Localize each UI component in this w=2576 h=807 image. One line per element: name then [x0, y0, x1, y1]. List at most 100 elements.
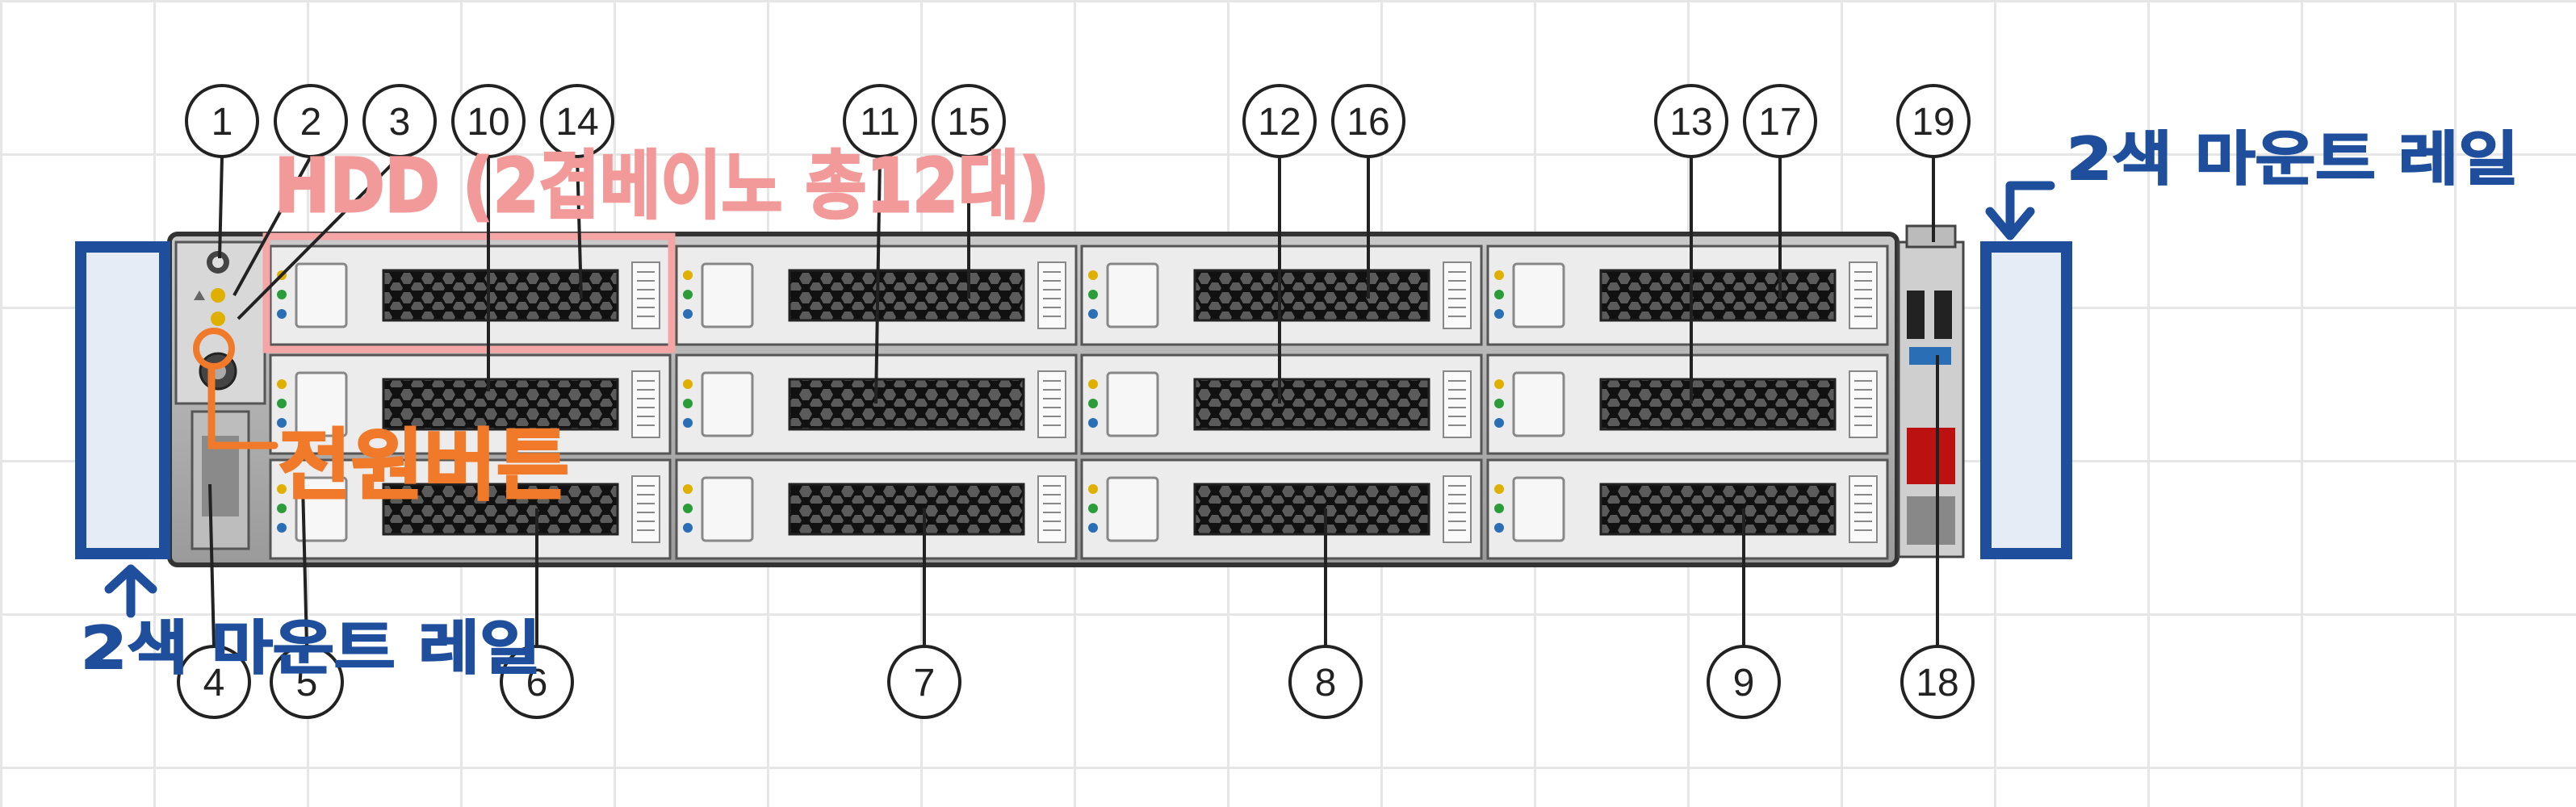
drive-release-latch[interactable]: [1512, 262, 1565, 328]
rack-rail-annotation-right: 2색 마운트 레일: [2067, 125, 2519, 193]
drive-status-led-icon: [683, 270, 693, 319]
callout-13: 13: [1654, 84, 1728, 158]
drive-bay-1[interactable]: [269, 245, 672, 346]
rack-rail-annotation-left: 2색 마운트 레일: [81, 614, 541, 682]
callout-label-9: 9: [1733, 662, 1755, 705]
service-led-icon: [194, 291, 205, 300]
drive-status-led-icon: [1088, 270, 1098, 319]
callout-5: 5: [270, 645, 344, 719]
rail-arrow-right: [1985, 181, 2055, 240]
callout-9: 9: [1707, 645, 1781, 719]
drive-vent-grille: [1599, 483, 1837, 536]
callout-2: 2: [274, 84, 348, 158]
drive-vent-grille: [382, 378, 619, 431]
leader-line-4: [208, 483, 216, 647]
callout-4: 4: [177, 645, 251, 719]
drive-release-latch[interactable]: [295, 371, 348, 437]
usb-port-2[interactable]: [1934, 291, 1952, 339]
drive-status-led-icon: [683, 379, 693, 428]
drive-bay-4[interactable]: [1486, 245, 1889, 346]
callout-6: 6: [500, 645, 574, 719]
callout-15: 15: [932, 84, 1006, 158]
drive-release-latch[interactable]: [1512, 476, 1565, 542]
callout-3: 3: [362, 84, 437, 158]
leader-line-3: [237, 155, 401, 320]
drive-vent-grille: [1193, 269, 1430, 322]
drive-status-led-icon: [1088, 484, 1098, 533]
drive-vent-grille: [1193, 483, 1430, 536]
drive-bay-5[interactable]: [269, 353, 672, 455]
drive-vent-grille: [1599, 269, 1837, 322]
drive-bay-6[interactable]: [675, 353, 1078, 455]
callout-label-6: 6: [526, 662, 548, 705]
drive-status-led-icon: [277, 484, 287, 533]
drive-vent-grille: [1193, 378, 1430, 431]
drive-release-latch[interactable]: [295, 262, 348, 328]
leader-line-11: [874, 156, 882, 404]
callout-label-4: 4: [203, 662, 225, 705]
callout-17: 17: [1743, 84, 1817, 158]
callout-label-10: 10: [467, 101, 509, 144]
drive-bay-12[interactable]: [1486, 458, 1889, 560]
drive-status-led-icon: [277, 379, 287, 428]
callout-label-16: 16: [1347, 101, 1389, 144]
drive-release-latch[interactable]: [1106, 476, 1159, 542]
callout-label-19: 19: [1912, 101, 1954, 144]
drive-status-led-icon: [1494, 270, 1504, 319]
drive-status-led-icon: [683, 484, 693, 533]
drive-release-latch[interactable]: [701, 371, 754, 437]
callout-11: 11: [843, 84, 917, 158]
callout-12: 12: [1242, 84, 1317, 158]
callout-16: 16: [1331, 84, 1405, 158]
drive-bay-9[interactable]: [269, 458, 672, 560]
callout-label-12: 12: [1258, 101, 1301, 144]
drive-vent-grille: [382, 269, 619, 322]
drive-bay-3[interactable]: [1080, 245, 1483, 346]
usb-port-1[interactable]: [1907, 291, 1925, 339]
drive-vent-grille: [788, 378, 1025, 431]
drive-bay-11[interactable]: [1080, 458, 1483, 560]
drive-status-led-icon: [1494, 484, 1504, 533]
hdd-highlight-box: [262, 232, 676, 353]
callout-label-8: 8: [1315, 662, 1337, 705]
drive-vent-grille: [788, 269, 1025, 322]
drive-bay-7[interactable]: [1080, 353, 1483, 455]
drive-release-latch[interactable]: [295, 476, 348, 542]
rack-rail-left: [75, 241, 170, 559]
drive-status-led-icon: [1494, 379, 1504, 428]
callout-7: 7: [887, 645, 961, 719]
callout-14: 14: [540, 84, 614, 158]
callout-label-5: 5: [296, 662, 318, 705]
drive-vent-grille: [788, 483, 1025, 536]
callout-8: 8: [1288, 645, 1363, 719]
callout-1: 1: [185, 84, 259, 158]
callout-label-7: 7: [914, 662, 936, 705]
drive-vent-grille: [382, 483, 619, 536]
drive-release-latch[interactable]: [1106, 371, 1159, 437]
callout-leader-lines: [208, 155, 1939, 647]
leader-line-5: [301, 483, 308, 647]
callout-10: 10: [451, 84, 526, 158]
callout-label-17: 17: [1758, 101, 1801, 144]
drive-release-latch[interactable]: [1512, 371, 1565, 437]
callout-label-2: 2: [300, 101, 322, 144]
callout-19: 19: [1896, 84, 1971, 158]
callout-label-1: 1: [212, 101, 233, 144]
drive-bay-8[interactable]: [1486, 353, 1889, 455]
leader-line-1: [218, 156, 224, 259]
callout-label-15: 15: [947, 101, 990, 144]
drive-bay-10[interactable]: [675, 458, 1078, 560]
callout-label-13: 13: [1669, 101, 1712, 144]
callout-label-11: 11: [860, 101, 900, 144]
callout-label-3: 3: [389, 101, 411, 144]
callout-label-14: 14: [555, 101, 598, 144]
drive-vent-grille: [1599, 378, 1837, 431]
callout-label-18: 18: [1916, 662, 1958, 705]
drive-release-latch[interactable]: [701, 262, 754, 328]
drive-release-latch[interactable]: [701, 476, 754, 542]
power-button-annotation: 전원버튼: [279, 420, 569, 511]
rack-rail-right: [1980, 241, 2072, 559]
drive-release-latch[interactable]: [1106, 262, 1159, 328]
